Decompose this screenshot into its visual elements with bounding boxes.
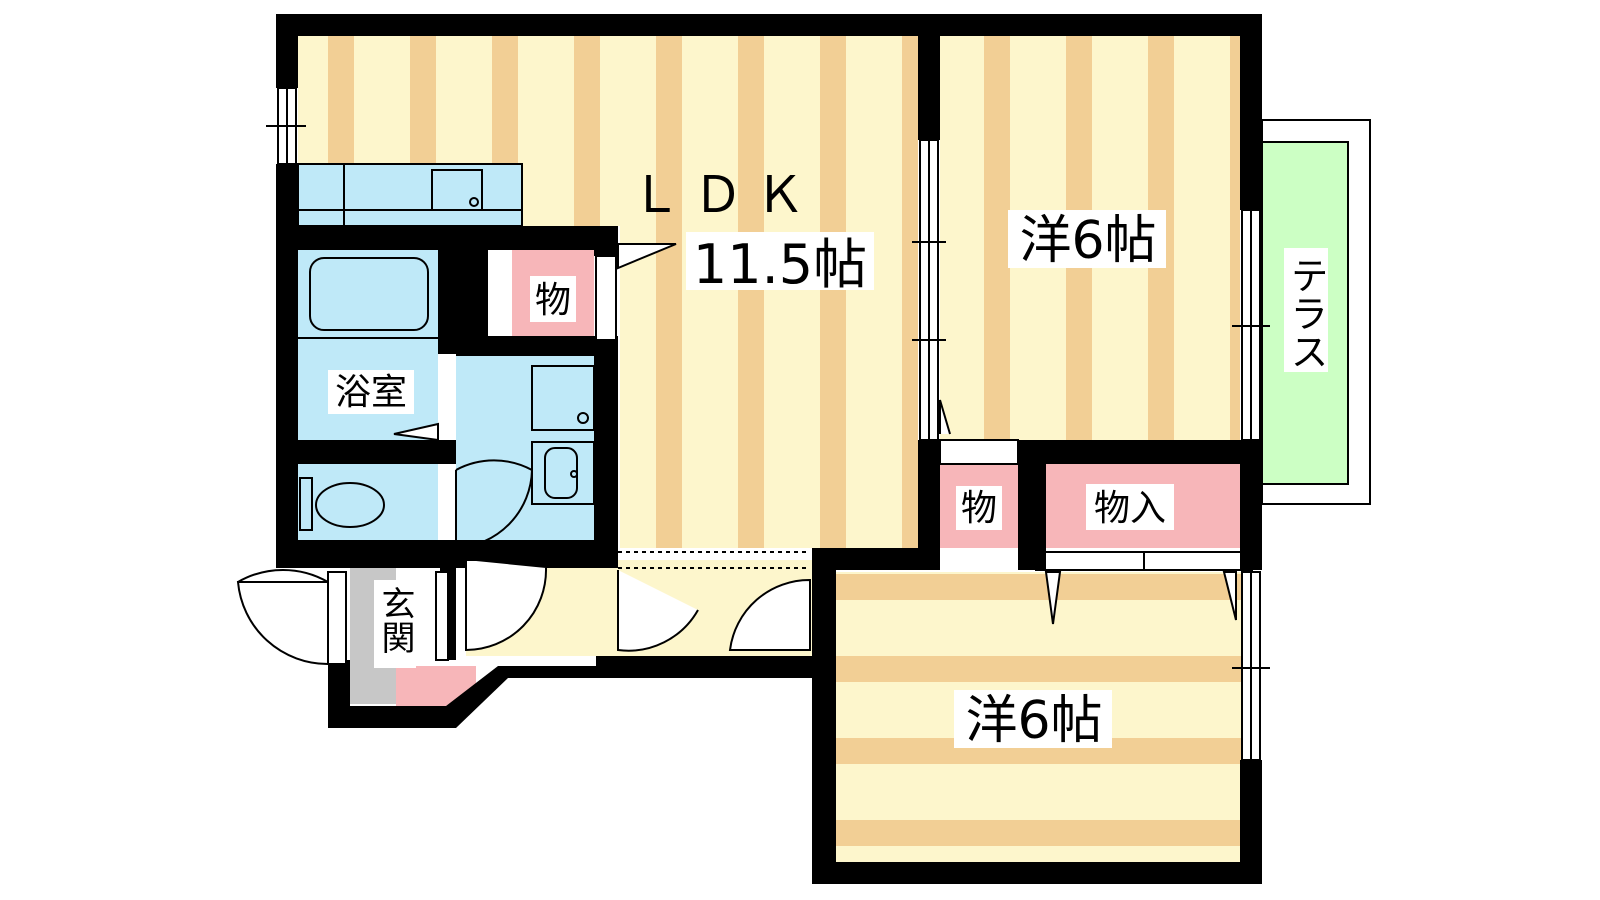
windows (266, 87, 1270, 761)
kitchen-counter (297, 163, 523, 227)
storage-right-label: 物 (961, 488, 997, 529)
washroom (456, 356, 596, 540)
entrance-label: 玄関 (375, 586, 415, 654)
storage-left-label: 物 (535, 280, 571, 321)
terrace-label: テラス (1284, 256, 1328, 370)
walls (276, 14, 1262, 884)
ldk-name: ＬＤＫ (631, 166, 817, 224)
western-bottom-label: 洋6帖 (965, 691, 1102, 751)
toilet-icon (315, 482, 385, 528)
toilet-room (298, 464, 438, 540)
doors (236, 243, 1237, 666)
western-top-label: 洋6帖 (1019, 211, 1156, 271)
shoe-cabinet (396, 666, 476, 706)
sink-icon (431, 169, 483, 211)
closet-label: 物入 (1094, 488, 1166, 529)
bathtub-icon (309, 257, 429, 331)
ldk-size: 11.5帖 (693, 233, 867, 296)
bath-label: 浴室 (335, 372, 407, 413)
